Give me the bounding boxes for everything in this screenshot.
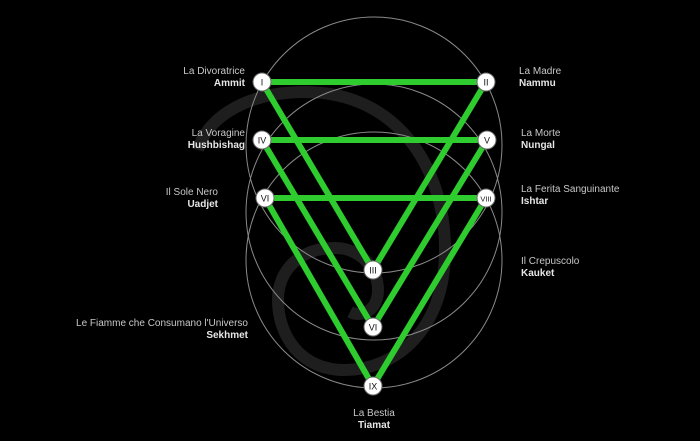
- node-numeral: IX: [369, 382, 378, 392]
- label-iv-title: La Voragine: [191, 128, 245, 139]
- label-vi-bottom-name: Sekhmet: [206, 330, 248, 341]
- node-numeral: IV: [258, 136, 267, 146]
- label-ix-name: Tiamat: [357, 420, 391, 431]
- label-viii-title: La Ferita Sanguinante: [521, 184, 620, 195]
- label-i-title: La Divoratrice: [183, 66, 245, 77]
- node-circle: [363, 317, 383, 337]
- node-viii: VIII: [476, 188, 496, 208]
- node-numeral: VI: [261, 194, 270, 204]
- node-circle: [476, 188, 496, 208]
- label-iii: Il Crepuscolo Kauket: [521, 256, 579, 280]
- label-iii-title: Il Crepuscolo: [521, 256, 580, 267]
- label-ix: La Bestia Tiamat: [314, 408, 434, 432]
- node-circle: [252, 130, 272, 150]
- node-iv: IV: [252, 130, 272, 150]
- label-vi-name: Uadjet: [187, 199, 218, 210]
- outline-circle-bottom: [245, 131, 503, 389]
- label-iv: La Voragine Hushbishag: [188, 128, 245, 152]
- node-numeral: VIII: [480, 195, 491, 204]
- label-v-name: Nungal: [521, 140, 555, 151]
- node-circle: [252, 72, 272, 92]
- node-numeral: VI: [369, 323, 378, 333]
- label-i: La Divoratrice Ammit: [183, 66, 245, 90]
- label-vi-bottom: Le Fiamme che Consumano l'Universo Sekhm…: [76, 318, 248, 342]
- node-circle: [476, 72, 496, 92]
- node-numeral: V: [484, 136, 490, 146]
- node-vi-left: VI: [255, 188, 275, 208]
- node-circle: [255, 188, 275, 208]
- node-i: I: [252, 72, 272, 92]
- label-vi-title: Il Sole Nero: [165, 187, 218, 198]
- node-circle: [477, 130, 497, 150]
- label-vi-bottom-title: Le Fiamme che Consumano l'Universo: [76, 318, 248, 329]
- label-ii: La Madre Nammu: [519, 66, 561, 90]
- node-numeral: III: [369, 266, 377, 276]
- label-v-title: La Morte: [521, 128, 561, 139]
- node-ix: IX: [363, 376, 383, 396]
- edge-viii-ix: [370, 195, 489, 389]
- connection-lines: [259, 79, 490, 389]
- node-circle: [363, 376, 383, 396]
- label-viii: La Ferita Sanguinante Ishtar: [521, 184, 619, 208]
- edge-ii-iii: [370, 79, 489, 273]
- node-ii: II: [476, 72, 496, 92]
- node-numeral: II: [483, 78, 488, 88]
- edge-i-iii: [259, 79, 376, 273]
- label-iv-name: Hushbishag: [187, 140, 245, 151]
- label-v: La Morte Nungal: [521, 128, 560, 152]
- node-v: V: [477, 130, 497, 150]
- node-vi-bottom: VI: [363, 317, 383, 337]
- node-circle: [363, 260, 383, 280]
- edge-vi_left-ix: [262, 195, 376, 389]
- node-iii: III: [363, 260, 383, 280]
- label-ii-name: Nammu: [519, 78, 556, 89]
- label-iii-name: Kauket: [521, 268, 555, 279]
- label-ix-title: La Bestia: [353, 408, 395, 419]
- label-i-name: Ammit: [213, 78, 245, 89]
- edge-iv-vi_bottom: [259, 137, 376, 330]
- edge-v-vi_bottom: [370, 137, 490, 330]
- label-viii-name: Ishtar: [521, 196, 549, 207]
- node-numeral: I: [261, 78, 264, 88]
- label-vi: Il Sole Nero Uadjet: [166, 187, 218, 211]
- label-ii-title: La Madre: [519, 66, 562, 77]
